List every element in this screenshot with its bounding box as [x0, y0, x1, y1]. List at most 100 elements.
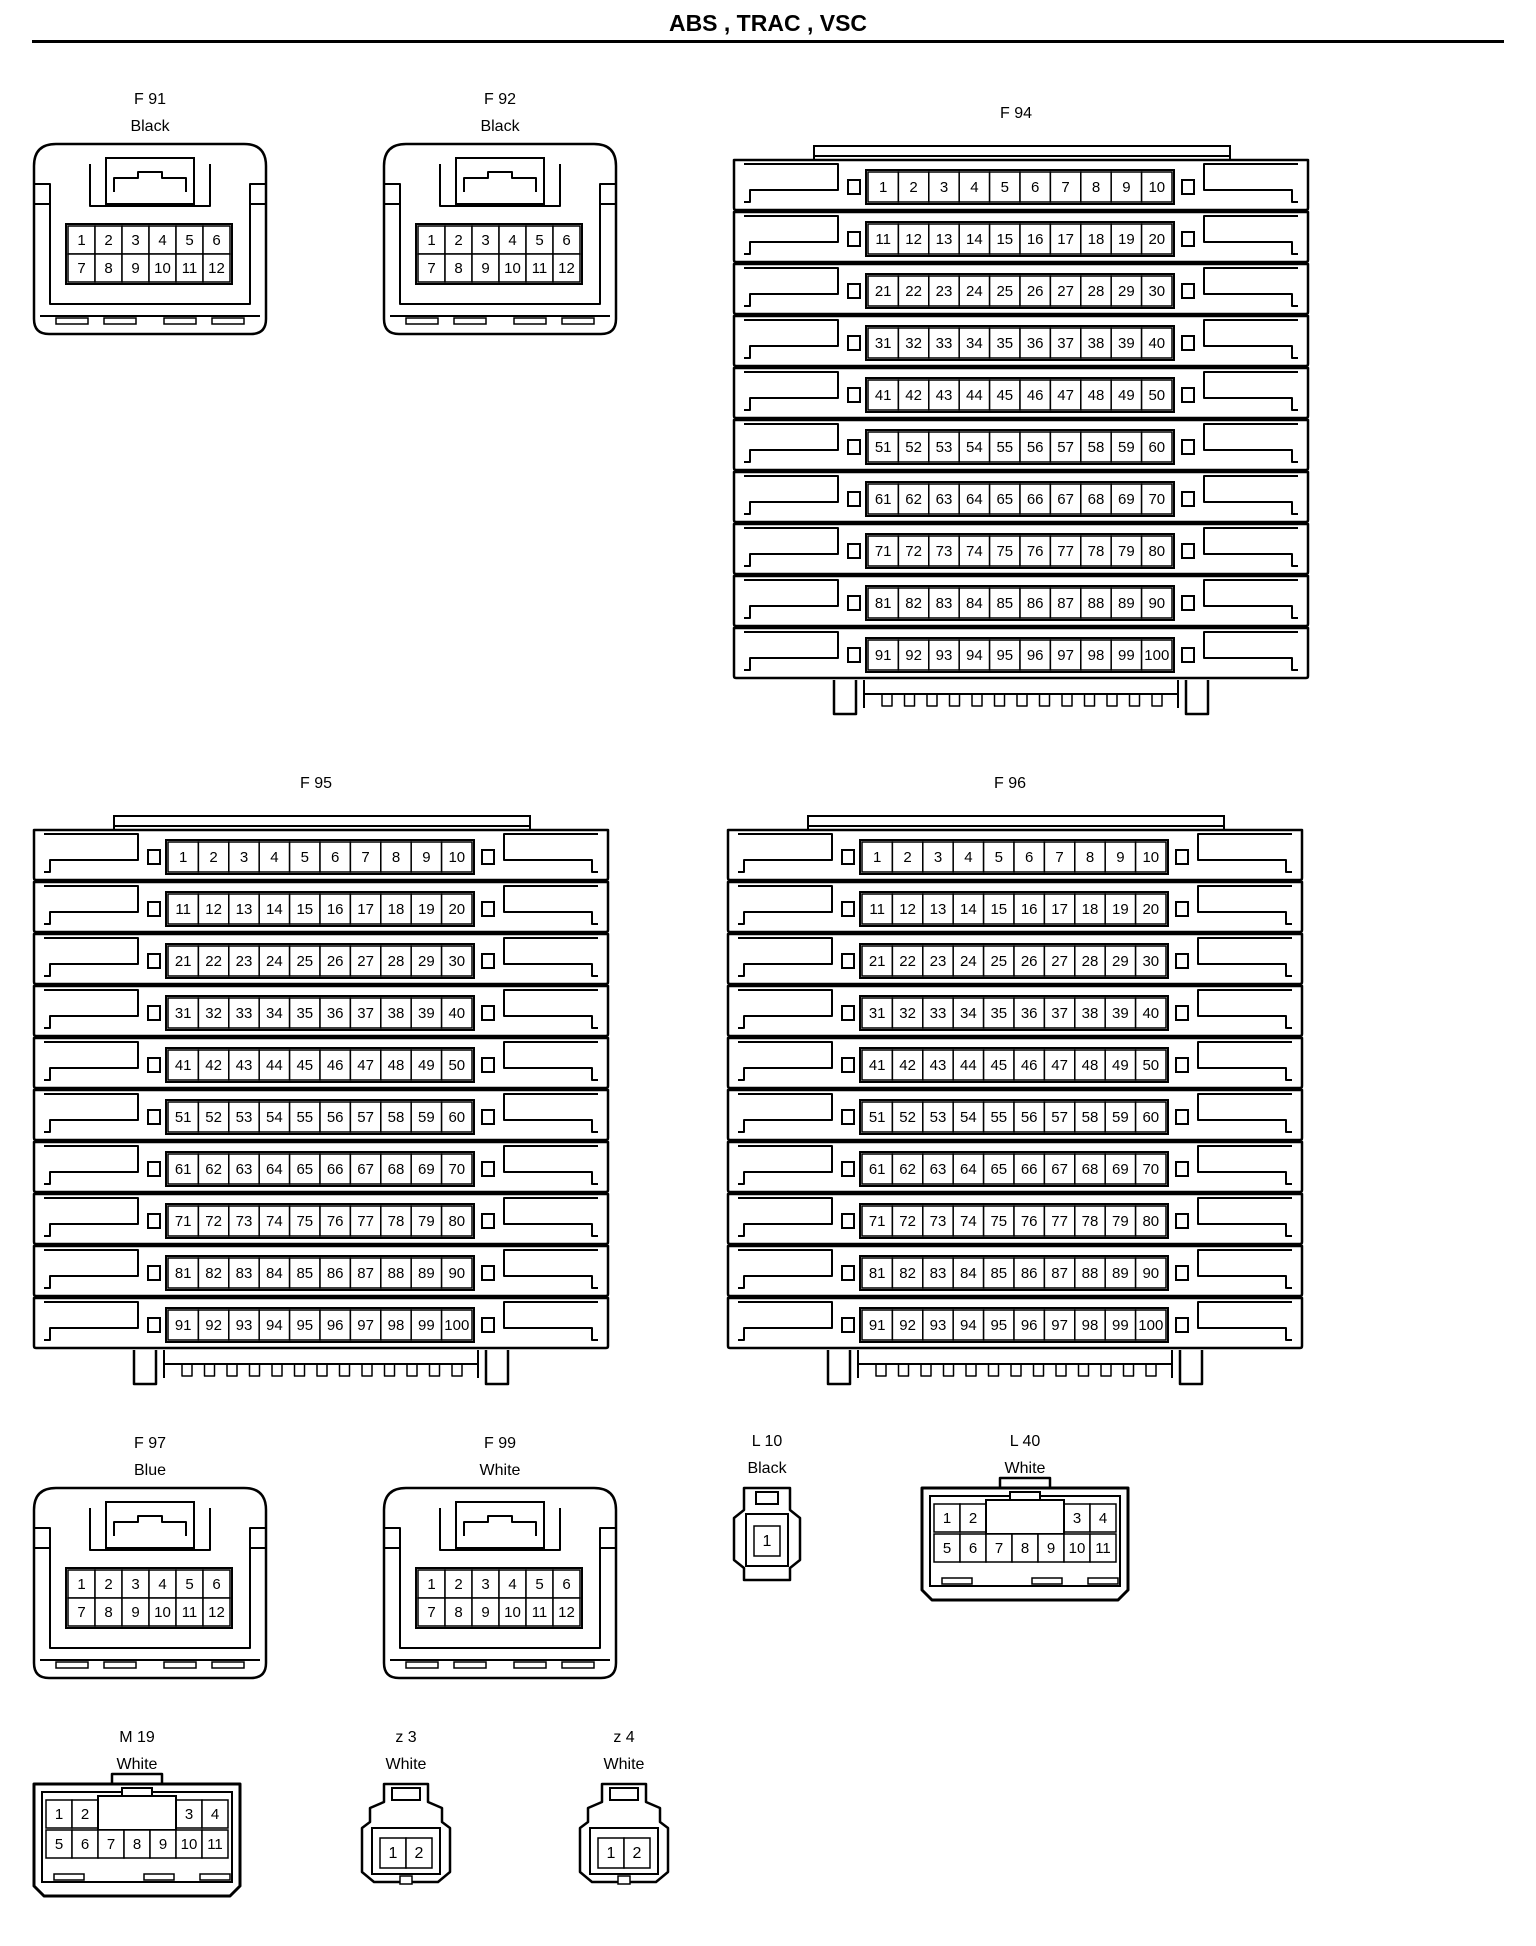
latch-tab: [463, 171, 537, 192]
row-marker-right: [1175, 1005, 1189, 1021]
pin-label: 5: [301, 849, 309, 866]
pin-label: 60: [448, 1109, 465, 1126]
pin-label: 75: [996, 543, 1013, 560]
row-wing-right: [1203, 371, 1298, 411]
row-marker-right: [1181, 439, 1195, 455]
pin-label: 49: [1118, 387, 1135, 404]
pin-cell: [922, 1257, 954, 1289]
pin-cell: [897, 171, 930, 203]
pin-label: 56: [1021, 1109, 1038, 1126]
pin-label: 2: [903, 849, 911, 866]
pin-label: 70: [1148, 491, 1165, 508]
pin-cell: [410, 1153, 443, 1185]
row-marker-right: [481, 1213, 495, 1229]
pin-label: 46: [327, 1057, 344, 1074]
row-marker-right: [1181, 595, 1195, 611]
top-ridge: [113, 815, 531, 827]
pin-cell: [988, 171, 1021, 203]
latch-top: [110, 1772, 164, 1784]
row-marker-right: [1181, 491, 1195, 507]
pin-label: 66: [1027, 491, 1044, 508]
pin-cell: [922, 1205, 954, 1237]
pin-label: 3: [185, 1806, 193, 1823]
top-ridge: [813, 145, 1231, 157]
row-wing-right: [1197, 1041, 1292, 1081]
pin-label: 84: [966, 595, 983, 612]
pin-cell: [958, 171, 991, 203]
pin-cell: [861, 945, 894, 977]
row-wing-left: [744, 215, 839, 255]
pin-label: 99: [1118, 647, 1135, 664]
pin-cell: [1080, 587, 1112, 619]
pin-label: 60: [1148, 439, 1165, 456]
row-marker-left: [147, 901, 161, 917]
pin-label: 80: [1148, 543, 1165, 560]
pin-cell: [952, 997, 985, 1029]
base-tooth: [451, 1364, 463, 1377]
pin-label: 38: [1082, 1005, 1099, 1022]
row-marker-left: [841, 1265, 855, 1281]
pin-cell: [982, 841, 1015, 873]
pin-label: 81: [869, 1265, 886, 1282]
row-marker-right: [481, 1005, 495, 1021]
base-tooth: [316, 1364, 328, 1377]
pin-cell: [197, 1205, 230, 1237]
pin-cell: [1104, 841, 1137, 873]
base-tooth: [248, 1364, 261, 1377]
pin-cell: [228, 893, 260, 925]
base-tooth: [1083, 694, 1096, 707]
pin-cell: [1043, 945, 1076, 977]
row-wing-right: [1203, 475, 1298, 515]
pin-cell: [861, 997, 894, 1029]
base-tooth: [1151, 694, 1163, 707]
pin-label: 58: [388, 1109, 405, 1126]
pin-cell: [861, 841, 894, 873]
connector-id-label: F 97: [134, 1435, 166, 1452]
pin-cell: [922, 997, 954, 1029]
pin-label: 23: [936, 283, 953, 300]
base-tooth: [1106, 694, 1118, 707]
pin-label: 6: [212, 1576, 220, 1593]
connector-color-label: White: [480, 1462, 521, 1479]
pin-label: 31: [875, 335, 892, 352]
row-wing-left: [738, 1249, 833, 1289]
pin-label: 9: [481, 260, 489, 277]
pin-label: 7: [1061, 179, 1069, 196]
pin-label: 59: [1112, 1109, 1129, 1126]
pin-label: 25: [996, 283, 1013, 300]
pin-label: 36: [1027, 335, 1044, 352]
housing-notch-right: [249, 1527, 266, 1549]
pin-cell: [45, 1829, 73, 1859]
row-marker-left: [847, 439, 861, 455]
pin-cell: [1074, 1309, 1106, 1341]
pin-label: 13: [936, 231, 953, 248]
pin-label: 33: [236, 1005, 253, 1022]
pin-label: 7: [107, 1836, 115, 1853]
pin-cell: [288, 945, 321, 977]
pin-label: 62: [899, 1161, 916, 1178]
pin-cell: [1074, 1049, 1106, 1081]
latch-outline: [89, 164, 211, 207]
pin-cell: [123, 1829, 151, 1859]
pin-label: 94: [960, 1317, 977, 1334]
pin-label: 90: [1148, 595, 1165, 612]
pin-label: 48: [388, 1057, 405, 1074]
pin-cell: [1074, 893, 1106, 925]
pin-label: 14: [960, 901, 977, 918]
pin-label: 52: [899, 1109, 916, 1126]
pin-cell: [988, 431, 1021, 463]
pin-cell: [1104, 1309, 1137, 1341]
row-marker-right: [1181, 283, 1195, 299]
bottom-key: [199, 1873, 231, 1881]
row-marker-right: [1181, 231, 1195, 247]
pin-cell: [258, 997, 291, 1029]
